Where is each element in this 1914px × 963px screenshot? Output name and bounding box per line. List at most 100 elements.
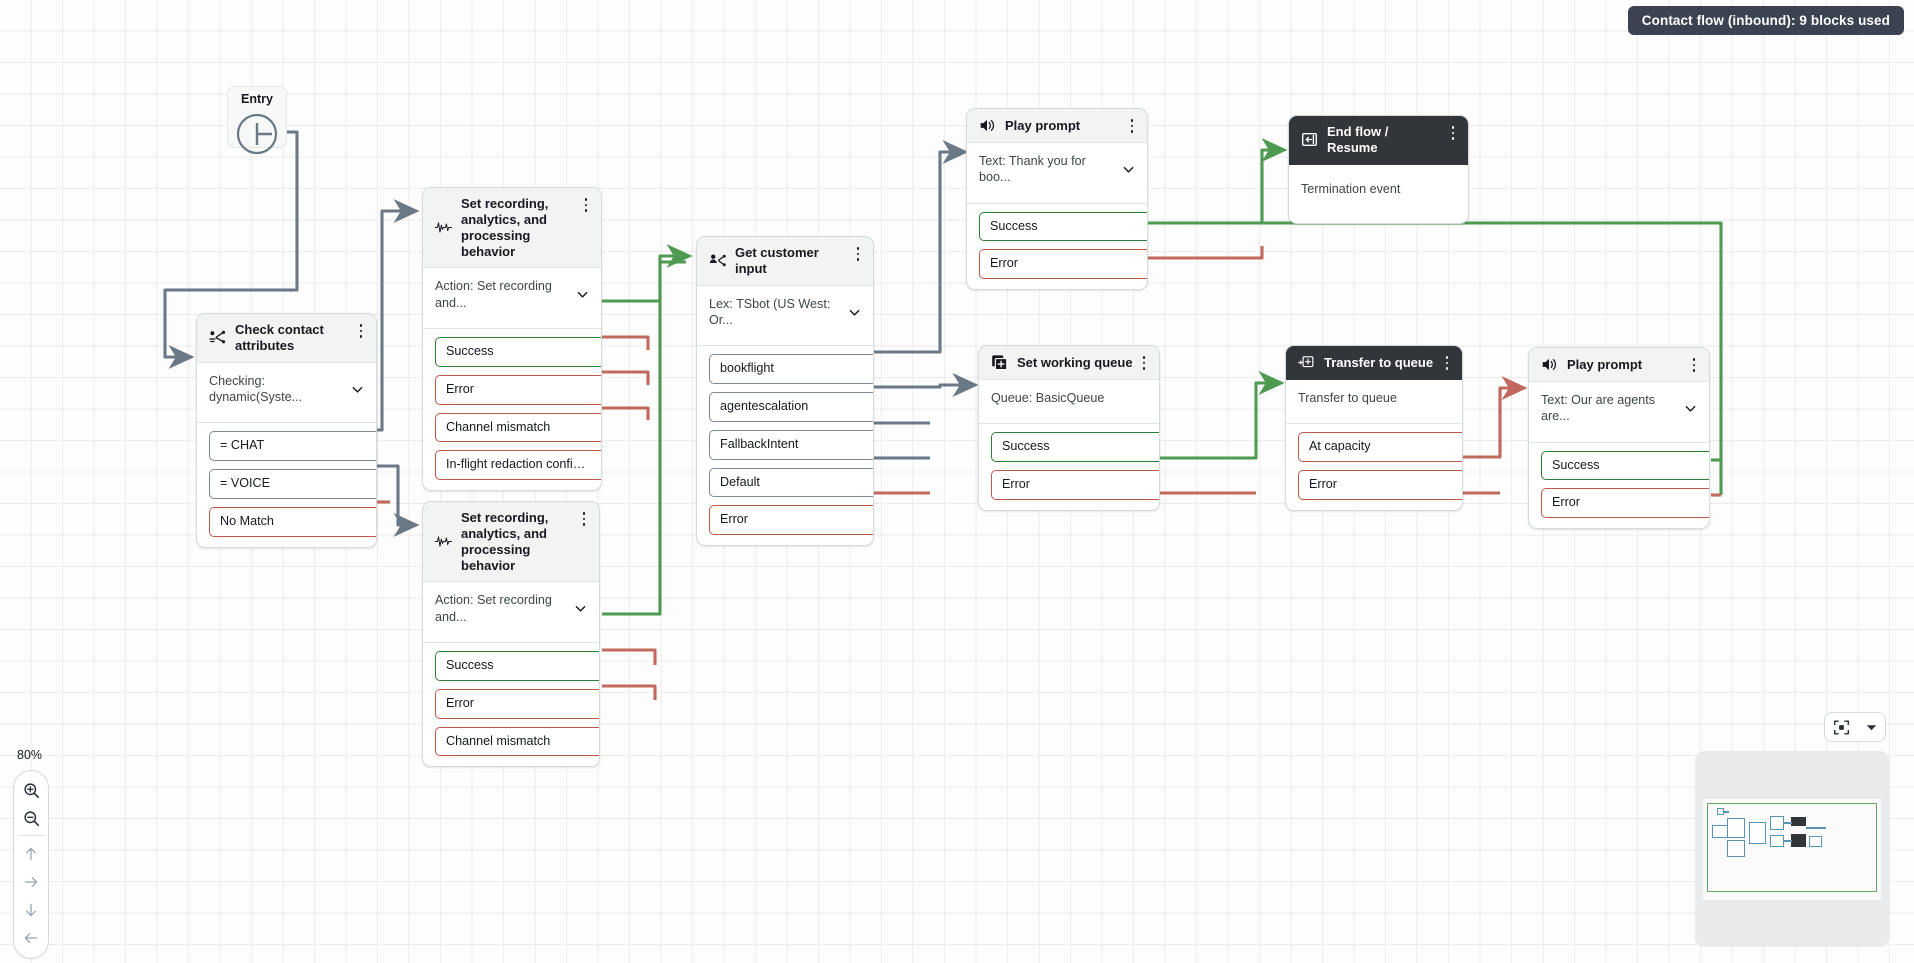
minimap-panel[interactable] [1695,751,1889,947]
node-description: Action: Set recording and... [435,279,552,310]
pan-right-button[interactable] [15,868,47,896]
branch-chip[interactable]: Error [1541,488,1709,519]
node-body: Text: Thank you for boo... [967,143,1147,194]
node-header[interactable]: Transfer to queue [1286,346,1462,380]
branch-chip[interactable]: FallbackIntent [709,429,873,460]
entry-label: Entry [241,92,273,106]
node-check-contact-attributes[interactable]: Check contact attributes Checking: dynam… [196,313,377,548]
node-transfer-to-queue[interactable]: Transfer to queue Transfer to queue At c… [1285,345,1463,511]
node-menu-button[interactable] [579,196,593,214]
node-menu-button[interactable] [851,245,865,263]
branch-chip[interactable]: Success [991,432,1159,463]
node-title: Transfer to queue [1324,354,1434,370]
divider [967,202,1147,204]
minimap-node [1770,816,1784,830]
node-description-row[interactable]: Action: Set recording and... [435,592,587,625]
node-title: Play prompt [1567,356,1643,372]
node-menu-button[interactable] [354,322,368,340]
zoom-out-button[interactable] [15,804,47,832]
node-body: Text: Our are agents are... [1529,382,1709,433]
branch-list: = CHAT = VOICE No Match [197,423,376,546]
branch-chip[interactable]: agentescalation [709,392,873,422]
node-description-row[interactable]: Checking: dynamic(Syste... [209,373,364,406]
node-menu-button[interactable] [1440,354,1454,372]
check-attributes-icon [209,331,226,344]
zoom-in-icon [23,782,39,798]
node-header[interactable]: Get customer input [697,237,873,286]
node-description-row[interactable]: Lex: TSbot (US West: Or... [709,296,861,329]
branch-chip[interactable]: Error [435,688,599,719]
pan-down-button[interactable] [15,896,47,924]
branch-chip[interactable]: = CHAT [209,431,376,462]
branch-chip[interactable]: Error [709,505,873,536]
waveform-icon [435,536,452,547]
node-description-row[interactable]: Action: Set recording and... [435,278,589,311]
chevron-down-icon[interactable] [574,602,587,615]
branch-chip[interactable]: No Match [209,506,376,537]
minimap-node [1712,825,1728,838]
minimap-node [1727,818,1745,838]
node-header[interactable]: Set recording, analytics, and processing… [423,502,599,583]
node-header[interactable]: Play prompt [1529,348,1709,382]
branch-chip[interactable]: Default [709,467,873,498]
node-header[interactable]: Check contact attributes [197,314,376,363]
zoom-controls[interactable] [13,770,49,959]
node-end-flow-resume[interactable]: End flow / Resume Termination event [1288,115,1469,225]
node-description-row[interactable]: Text: Our are agents are... [1541,392,1697,425]
divider [697,345,873,347]
branch-chip[interactable]: In-flight redaction configur... [435,450,601,481]
node-header[interactable]: Set working queue [979,346,1159,380]
entry-circle-icon [236,113,278,155]
node-menu-button[interactable] [1446,124,1460,142]
zoom-in-button[interactable] [15,776,47,804]
chevron-down-icon[interactable] [848,306,861,319]
branch-chip[interactable]: = VOICE [209,469,376,499]
minimap-node-dark [1791,834,1806,847]
node-header[interactable]: Set recording, analytics, and processing… [423,188,601,269]
chevron-down-icon[interactable] [351,383,364,396]
node-play-prompt-1[interactable]: Play prompt Text: Thank you for boo... S… [966,108,1148,291]
node-menu-button[interactable] [577,510,591,528]
node-set-recording-1[interactable]: Set recording, analytics, and processing… [422,187,602,492]
pan-up-button[interactable] [15,840,47,868]
chevron-down-icon[interactable] [576,288,589,301]
branch-chip[interactable]: Error [1298,470,1462,500]
minimap-toolbar[interactable] [1824,712,1886,742]
chevron-down-icon [1866,724,1876,730]
branch-chip[interactable]: Success [1541,450,1709,481]
branch-chip[interactable]: Success [979,211,1147,242]
pan-left-button[interactable] [15,924,47,952]
node-description-row[interactable]: Text: Thank you for boo... [979,153,1135,186]
node-play-prompt-2[interactable]: Play prompt Text: Our are agents are... … [1528,347,1710,530]
chevron-down-icon[interactable] [1684,402,1697,415]
fit-to-screen-button[interactable] [1833,719,1850,736]
node-header[interactable]: Play prompt [967,109,1147,143]
node-menu-button[interactable] [1137,354,1151,372]
branch-chip[interactable]: Error [979,249,1147,280]
branch-chip[interactable]: Channel mismatch [435,726,599,757]
minimap-viewport[interactable] [1707,803,1877,892]
branch-chip[interactable]: Error [991,470,1159,500]
chevron-down-icon[interactable] [1122,163,1135,176]
node-menu-button[interactable] [1125,117,1139,135]
fit-to-screen-icon [1833,719,1849,735]
minimap-collapse-button[interactable] [1865,721,1878,734]
node-menu-button[interactable] [1687,356,1701,374]
branch-chip[interactable]: Success [435,337,601,367]
branch-chip[interactable]: Channel mismatch [435,412,601,443]
branch-chip[interactable]: Success [435,651,599,681]
node-set-working-queue[interactable]: Set working queue Queue: BasicQueue Succ… [978,345,1160,511]
divider [17,835,45,836]
node-set-recording-2[interactable]: Set recording, analytics, and processing… [422,501,600,768]
node-get-customer-input[interactable]: Get customer input Lex: TSbot (US West: … [696,236,874,547]
minimap-canvas[interactable] [1703,799,1881,900]
node-title: Check contact attributes [235,322,324,353]
minimap-node-dark [1791,817,1806,826]
branch-list: Success Error [979,424,1159,509]
node-description: Lex: TSbot (US West: Or... [709,296,831,328]
branch-chip[interactable]: At capacity [1298,432,1462,463]
branch-chip[interactable]: Error [435,374,601,405]
branch-chip[interactable]: bookflight [709,354,873,385]
node-header[interactable]: End flow / Resume [1289,116,1468,165]
